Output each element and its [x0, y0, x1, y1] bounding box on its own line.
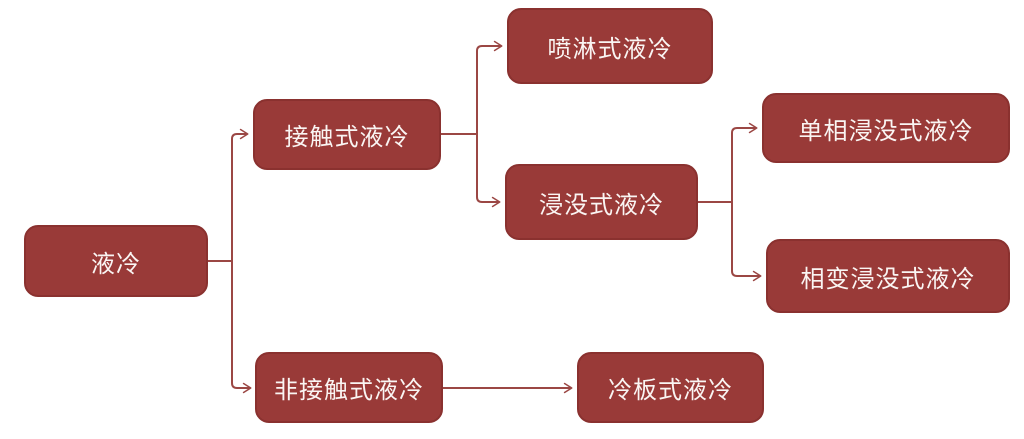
node-liquid-cooling: 液冷 — [24, 225, 208, 297]
connector-contact-to-immersion — [476, 134, 501, 208]
connector-immersion-to-phase-change — [731, 202, 762, 282]
connector-immersion-to-single-phase — [731, 122, 758, 202]
connector-contact-to-spray — [476, 40, 503, 134]
node-cold-plate-liquid-cooling: 冷板式液冷 — [577, 352, 764, 423]
node-phase-change-immersion-liquid-cooling: 相变浸没式液冷 — [766, 239, 1010, 313]
connector-root-to-contact — [231, 128, 249, 261]
node-immersion-liquid-cooling: 浸没式液冷 — [505, 164, 698, 240]
node-contact-liquid-cooling: 接触式液冷 — [253, 99, 441, 170]
node-non-contact-liquid-cooling: 非接触式液冷 — [255, 352, 443, 423]
connector-root-to-non-contact — [231, 261, 252, 394]
node-spray-liquid-cooling: 喷淋式液冷 — [507, 8, 713, 84]
node-single-phase-immersion-liquid-cooling: 单相浸没式液冷 — [762, 93, 1010, 163]
